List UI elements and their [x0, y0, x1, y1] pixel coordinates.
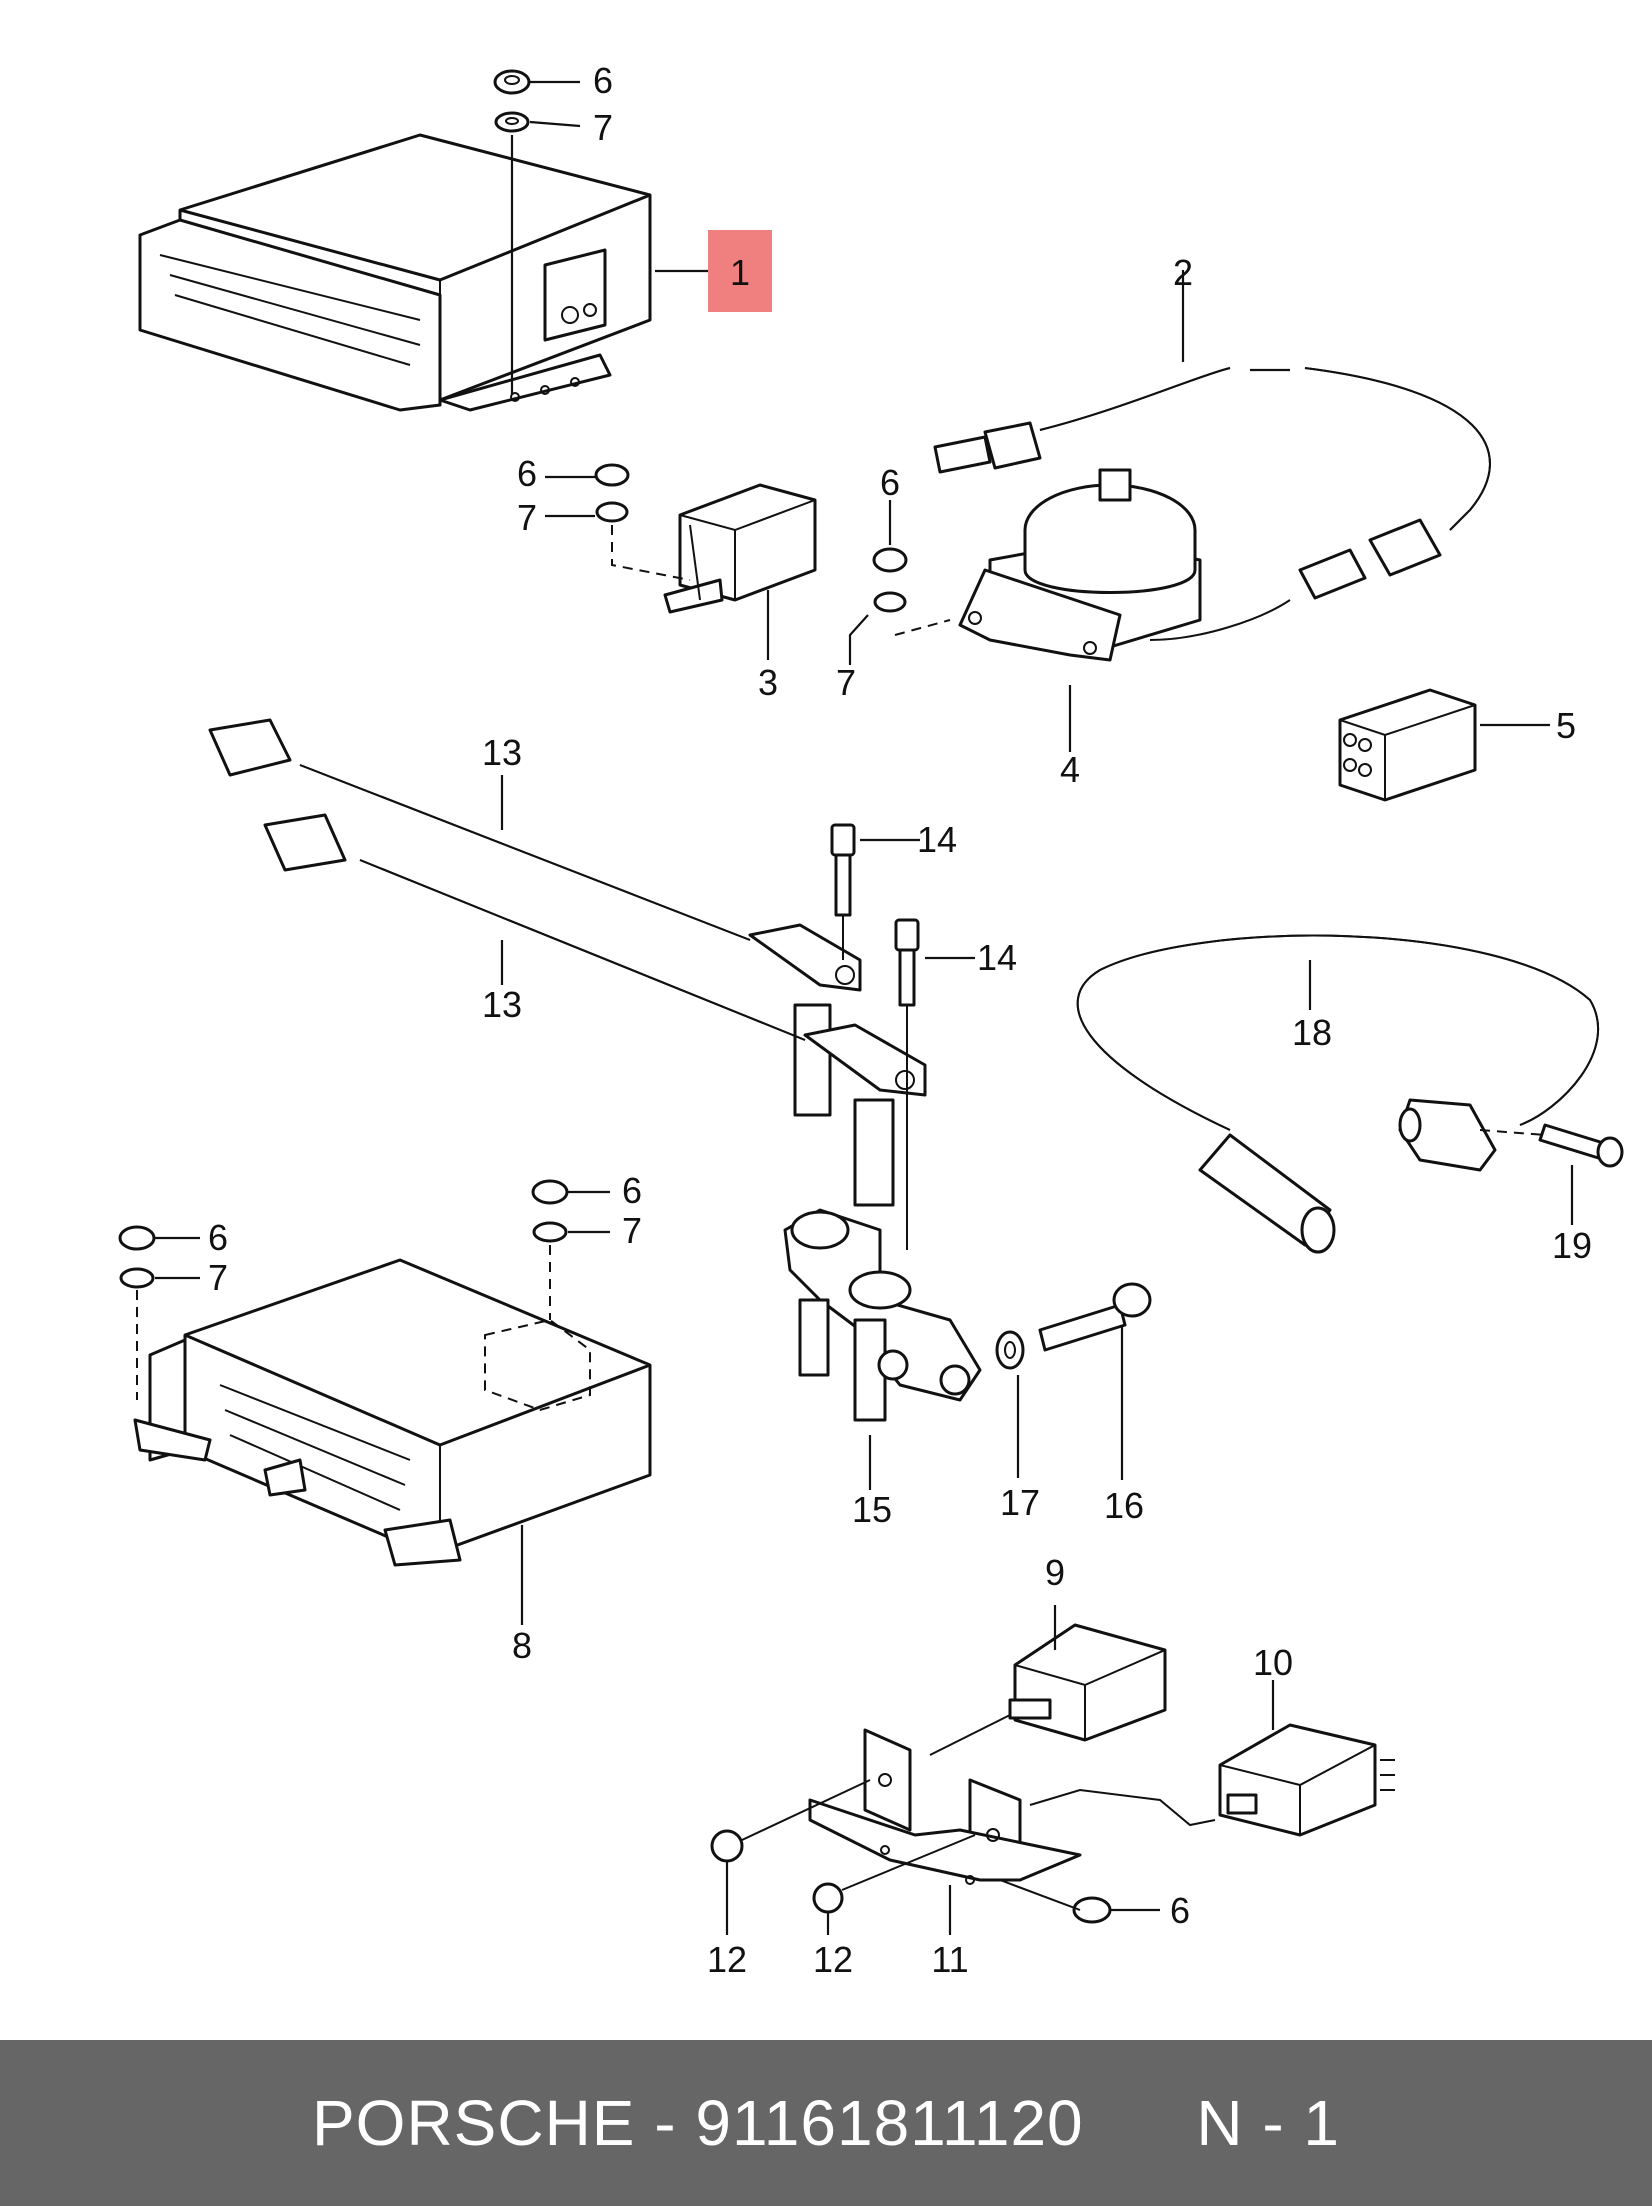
callout-2: 2: [1173, 252, 1193, 293]
relay-3: [663, 483, 817, 614]
parts-diagram: 1 2 3 4 5 6 7 6 7 6 7 6 7 6 7 6 8 9 10 1…: [118, 60, 1624, 1980]
relay-9: [1008, 1623, 1167, 1742]
washer-7-actuator: [873, 591, 907, 613]
callout-10: 10: [1253, 1642, 1293, 1683]
washer-7-mid: [532, 1221, 568, 1243]
callout-4: 4: [1060, 749, 1080, 790]
callout-12a: 12: [707, 1939, 747, 1980]
sensor-cable-13b: [263, 813, 927, 1207]
control-unit-1: [138, 133, 652, 412]
callout-7-left: 7: [208, 1257, 228, 1298]
highlight-box: [708, 230, 772, 312]
callout-18: 18: [1292, 1012, 1332, 1053]
footer-bar: PORSCHE - 91161811120 N - 1: [0, 2040, 1652, 2206]
bracket-11: [808, 1728, 1082, 1885]
bracket-15: [783, 1208, 982, 1422]
nut-6-actuator: [872, 547, 908, 573]
callout-6-bottom: 6: [1170, 1890, 1190, 1931]
callout-12b: 12: [813, 1939, 853, 1980]
sensor-cable-13a: [208, 718, 862, 1117]
callout-7-actuator: 7: [836, 662, 856, 703]
callout-3: 3: [758, 662, 778, 703]
callout-17: 17: [1000, 1482, 1040, 1523]
callout-6-mid: 6: [622, 1170, 642, 1211]
callout-1: 1: [730, 252, 750, 293]
callout-11: 11: [931, 1939, 968, 1980]
relay-10: [1218, 1723, 1395, 1837]
callout-9: 9: [1045, 1552, 1065, 1593]
callout-5: 5: [1556, 705, 1576, 746]
page-reference: N - 1: [1196, 2087, 1341, 2159]
separator: -: [635, 2087, 696, 2159]
nut-6-left: [118, 1225, 156, 1251]
callout-16: 16: [1104, 1485, 1144, 1526]
callout-14b: 14: [977, 937, 1017, 978]
actuator-4: [958, 468, 1291, 662]
control-unit-8: [133, 1258, 652, 1567]
callout-7-top: 7: [593, 107, 613, 148]
part-number: 91161811120: [695, 2087, 1084, 2159]
callout-13b: 13: [482, 984, 522, 1025]
callout-7-mid: 7: [622, 1210, 642, 1251]
washer-17: [995, 1330, 1025, 1370]
screw-19: [1538, 1123, 1624, 1168]
bolt-16: [1038, 1282, 1152, 1352]
sensor-cable-18: [1076, 934, 1599, 1254]
callout-19: 19: [1552, 1225, 1592, 1266]
callout-8: 8: [512, 1625, 532, 1666]
callout-6-relay: 6: [517, 453, 537, 494]
callout-13a: 13: [482, 732, 522, 773]
callout-6-top: 6: [593, 60, 613, 101]
brand-name: PORSCHE: [311, 2087, 636, 2159]
nut-6-mid: [531, 1179, 569, 1205]
wiring-harness-2: [933, 367, 1491, 600]
nut-12a: [710, 1829, 744, 1863]
callout-6-actuator: 6: [880, 462, 900, 503]
bolt-14a: [830, 823, 856, 917]
relay-5: [1338, 688, 1477, 802]
callout-14a: 14: [917, 819, 957, 860]
callout-6-left: 6: [208, 1217, 228, 1258]
callout-7-relay: 7: [517, 497, 537, 538]
nut-6-top: [493, 69, 531, 95]
callout-15: 15: [852, 1489, 892, 1530]
nut-12b: [812, 1882, 844, 1914]
washer-7-left: [119, 1267, 155, 1289]
washer-7-top: [494, 111, 530, 133]
nut-6-relay: [594, 463, 630, 487]
washer-7-relay: [595, 501, 629, 523]
bolt-14b: [894, 918, 920, 1007]
spacer: [1084, 2086, 1197, 2160]
